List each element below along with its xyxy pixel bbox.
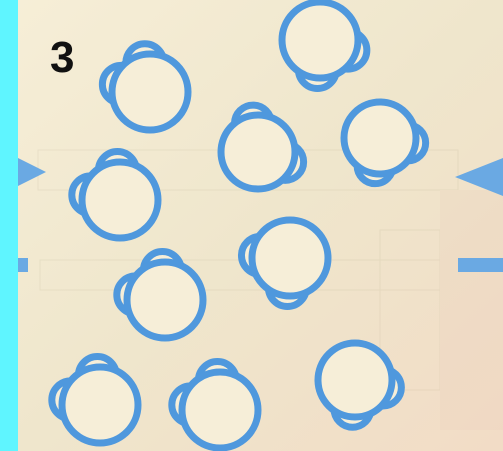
figure-ring: [282, 2, 358, 78]
left-bar-marker: [18, 258, 28, 272]
figure-ring: [318, 343, 392, 417]
figure-ring: [182, 372, 258, 448]
figure-ring: [82, 162, 158, 238]
figure-ring: [127, 262, 203, 338]
figure-ring: [344, 102, 416, 174]
figure-ring: [252, 220, 328, 296]
figure-ring: [112, 54, 188, 130]
right-bar-marker: [458, 258, 503, 272]
panel-number: 3: [50, 36, 74, 80]
figure-ring: [62, 367, 138, 443]
figure-ring: [221, 115, 295, 189]
